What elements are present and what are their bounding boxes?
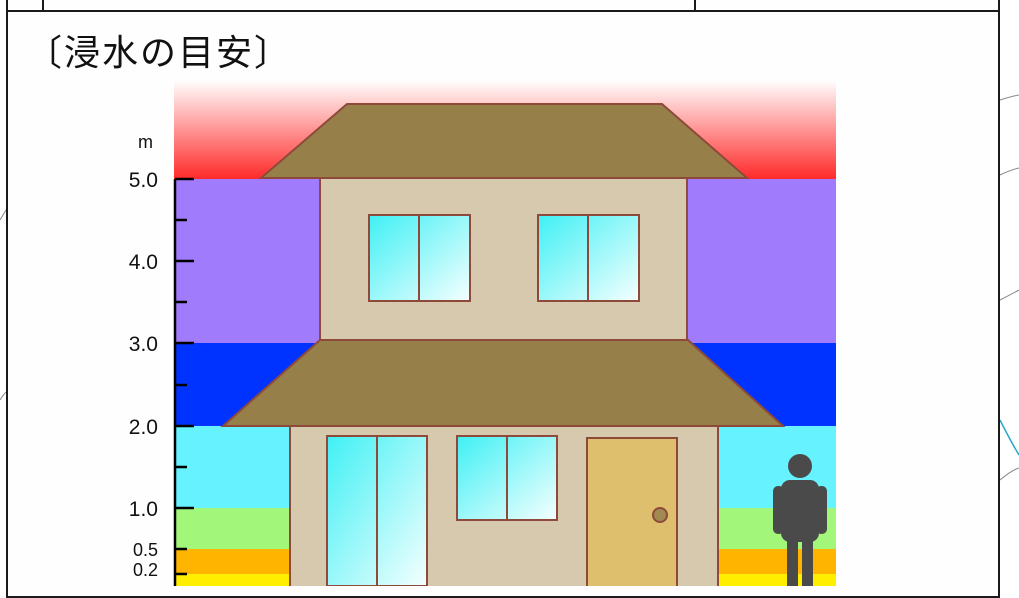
- map-line: [0, 209, 7, 221]
- lower-roof: [220, 339, 786, 427]
- person-leg: [787, 530, 798, 586]
- person-head: [788, 454, 812, 478]
- upper-roof: [258, 103, 750, 179]
- scale-label: 3.0: [128, 333, 158, 356]
- person-leg: [802, 530, 813, 586]
- map-line: [999, 167, 1019, 176]
- map-line: [999, 289, 1019, 301]
- map-line: [999, 419, 1019, 456]
- scale-label: 0.2: [132, 560, 158, 580]
- scale-label: 1.0: [128, 498, 158, 521]
- panel-title: 〔浸水の目安〕: [26, 33, 293, 74]
- house: [220, 103, 786, 586]
- map-line: [0, 391, 7, 401]
- person-arm: [773, 486, 784, 534]
- flood-depth-diagram: [173, 80, 836, 586]
- person-body: [781, 480, 819, 542]
- table-cell-border: [42, 0, 44, 10]
- scale-label: 2.0: [128, 416, 158, 439]
- table-cell-border: [694, 0, 696, 10]
- scale-unit: m: [138, 132, 153, 152]
- door-knob: [652, 507, 668, 523]
- scale-label: 4.0: [128, 251, 158, 274]
- table-divider: [8, 10, 998, 12]
- background-map: [0, 94, 1019, 481]
- map-line: [999, 94, 1019, 101]
- map-line: [999, 467, 1019, 481]
- scale-label: 5.0: [128, 169, 158, 192]
- person-arm: [816, 486, 827, 534]
- scale-ticks: [175, 177, 194, 576]
- scale-label: 0.5: [132, 540, 158, 560]
- person-silhouette: [773, 454, 827, 586]
